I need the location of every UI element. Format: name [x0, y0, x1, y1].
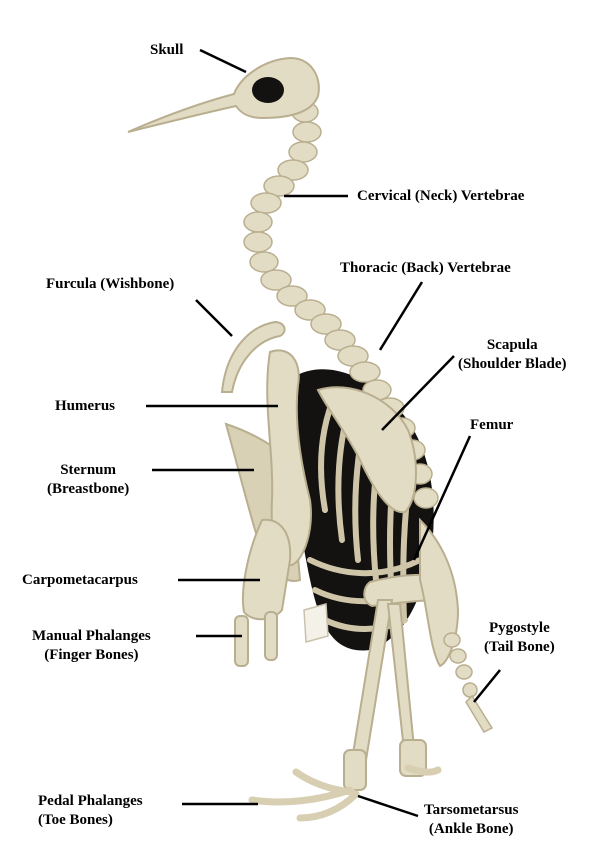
specimen-tag — [303, 603, 329, 643]
label-skull: Skull — [150, 42, 184, 58]
leg-bones — [343, 599, 427, 791]
label-manual-phalanges: Manual Phalanges (Finger Bones) — [32, 628, 151, 663]
leader-lines — [146, 48, 501, 818]
label-pedal-phalanges: Pedal Phalanges (Toe Bones) — [38, 793, 143, 828]
leader-tarso — [357, 794, 419, 818]
label-humerus: Humerus — [55, 398, 115, 414]
label-scapula: Scapula (Shoulder Blade) — [458, 337, 567, 372]
label-cervical-vertebrae: Cervical (Neck) Vertebrae — [357, 188, 525, 204]
leader-pygostyle — [473, 669, 501, 703]
leader-thoracic — [378, 281, 424, 351]
leader-furcula — [195, 299, 233, 337]
humerus-bone — [266, 349, 312, 567]
label-furcula: Furcula (Wishbone) — [46, 276, 175, 292]
carpometacarpus-bone — [241, 518, 292, 621]
pedal-phalanges-bones — [248, 764, 442, 822]
leader-femur — [412, 435, 472, 561]
leader-scapula — [381, 355, 455, 431]
label-tarsometarsus: Tarsometarsus (Ankle Bone) — [424, 802, 519, 837]
manual-phalanges-bones — [234, 611, 278, 667]
furcula-bone — [220, 320, 286, 393]
label-thoracic-vertebrae: Thoracic (Back) Vertebrae — [340, 260, 511, 276]
skull-bone — [127, 56, 320, 133]
leader-skull — [199, 48, 247, 74]
label-pygostyle: Pygostyle (Tail Bone) — [484, 620, 555, 655]
label-sternum: Sternum (Breastbone) — [47, 462, 130, 497]
label-femur: Femur — [470, 417, 514, 433]
pygostyle-bone — [443, 632, 494, 733]
ribs — [307, 392, 423, 632]
label-carpometacarpus: Carpometacarpus — [22, 572, 138, 588]
scapula-bone — [316, 386, 417, 514]
